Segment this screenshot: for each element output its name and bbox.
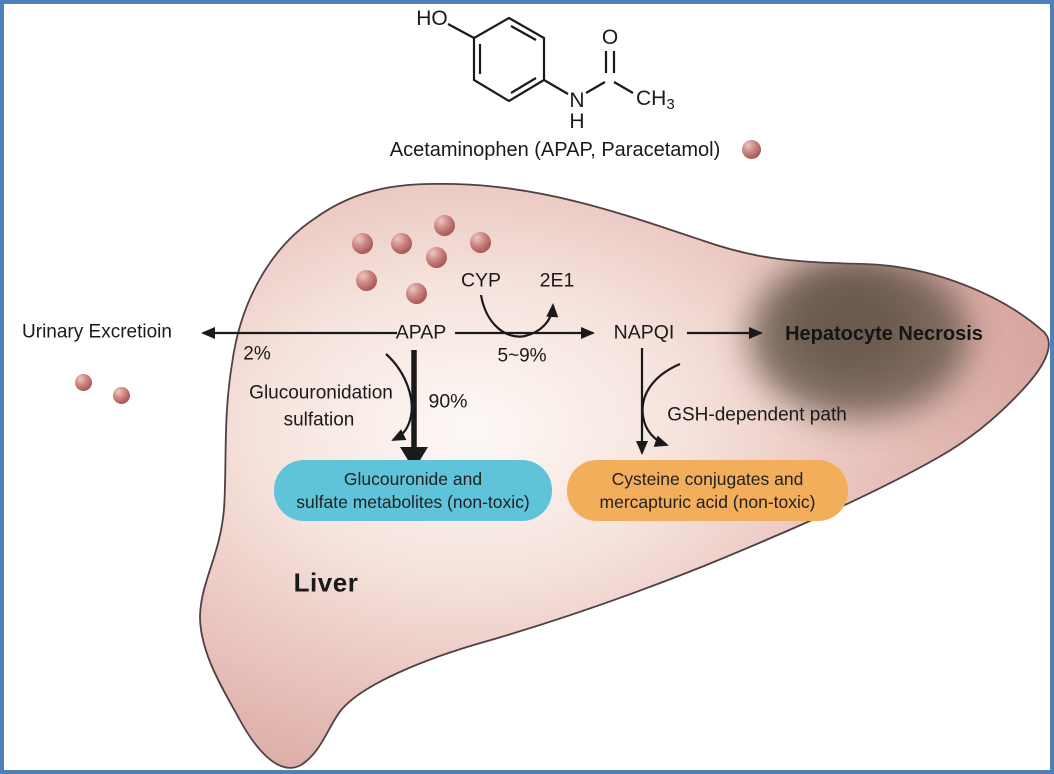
necrosis-blob <box>749 254 969 418</box>
oxygen-label: O <box>602 26 618 49</box>
atom-labels: HO O N H CH3 <box>416 7 674 133</box>
acetaminophen-structure <box>447 16 634 103</box>
apap-molecule-sphere <box>352 233 373 254</box>
methyl-subscript: 3 <box>666 96 674 113</box>
cysteine-box-line1: Cysteine conjugates and <box>611 469 804 490</box>
cysteine-conjugates-box: Cysteine conjugates and mercapturic acid… <box>567 460 848 521</box>
bond-ho-ring <box>447 23 475 39</box>
arrow-apap-90pct <box>400 350 428 470</box>
urinary-percentage: 2% <box>243 343 271 365</box>
cysteine-box-line2: mercapturic acid (non-toxic) <box>599 491 816 512</box>
bond-c-ch3 <box>613 81 634 94</box>
apap-node: APAP <box>395 321 447 344</box>
hydroxyl-label: HO <box>416 7 448 30</box>
nitrogen-label: N <box>569 89 584 112</box>
excreted-apap-sphere <box>75 374 92 391</box>
apap-molecule-sphere <box>406 283 427 304</box>
cyp2e1-label: 2E1 <box>539 269 575 292</box>
apap-molecule-sphere <box>470 232 491 253</box>
arrow-gsh-curve <box>641 362 681 447</box>
apap-molecule-sphere <box>356 270 377 291</box>
cyp-label: CYP <box>460 269 502 292</box>
liver-shape <box>199 182 1050 769</box>
apap-molecule-sphere <box>434 215 455 236</box>
arrow-glucouronidation-curve <box>385 353 413 441</box>
glucuronide-metabolites-box: Glucouronide and sulfate metabolites (no… <box>274 460 552 521</box>
apap-molecule-sphere <box>391 233 412 254</box>
glucouronidation-label-line2: sulfation <box>283 409 355 431</box>
cyp-percentage: 5~9% <box>497 345 547 367</box>
conjugation-percentage: 90% <box>428 390 468 413</box>
liver-label: Liver <box>293 567 359 598</box>
urinary-excretion-label: Urinary Excretioin <box>22 321 172 343</box>
apap-legend-sphere <box>742 140 761 159</box>
bond-ring-n <box>543 79 569 95</box>
hepatocyte-necrosis-label: Hepatocyte Necrosis <box>785 323 983 345</box>
gsh-path-label: GSH-dependent path <box>667 404 847 426</box>
glucouronidation-label-line1: Glucouronidation <box>249 382 393 404</box>
benzene-ring <box>472 16 546 103</box>
glucuronide-box-line1: Glucouronide and <box>343 469 483 490</box>
methyl-ch: CH <box>636 87 666 110</box>
pathway-arrows <box>201 294 763 455</box>
bond-n-carbonyl <box>585 81 606 94</box>
napqi-node: NAPQI <box>613 321 675 344</box>
figure-caption: Acetaminophen (APAP, Paracetamol) <box>389 139 721 161</box>
excreted-apap-sphere <box>113 387 130 404</box>
diagram-canvas: HO O N H CH3 <box>199 7 1050 769</box>
apap-molecule-sphere <box>426 247 447 268</box>
arrow-cyp-cycle <box>479 294 559 338</box>
methyl-label: CH3 <box>636 87 675 113</box>
glucuronide-box-line2: sulfate metabolites (non-toxic) <box>296 491 530 512</box>
hydrogen-label: H <box>569 110 584 133</box>
